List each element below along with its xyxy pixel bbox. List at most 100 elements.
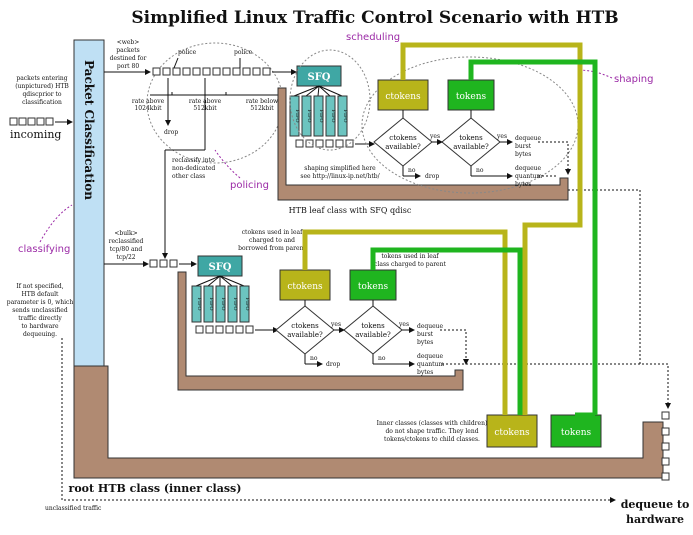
svg-text:ctokens used in leaf: ctokens used in leaf bbox=[242, 229, 303, 236]
svg-text:to hardware: to hardware bbox=[21, 323, 59, 330]
svg-text:quantum: quantum bbox=[417, 361, 444, 368]
top-leaf-queue bbox=[295, 139, 354, 148]
root-htb-class-box bbox=[73, 365, 664, 479]
svg-text:yes: yes bbox=[429, 133, 440, 140]
svg-text:dequeue: dequeue bbox=[515, 135, 542, 142]
bottom-leaf-class-box bbox=[177, 271, 464, 391]
svg-text:ctokens: ctokens bbox=[389, 134, 417, 142]
dequeue-hardware-line2: hardware bbox=[626, 513, 684, 526]
packet-classification-label: Packet Classification bbox=[82, 60, 96, 200]
root-ctokens-box bbox=[486, 414, 538, 448]
svg-text:see http://linux-ip.net/htb/: see http://linux-ip.net/htb/ bbox=[300, 173, 380, 180]
top-fifo-fanout bbox=[293, 85, 343, 97]
hardware-queue bbox=[661, 411, 670, 481]
svg-text:dequeue: dequeue bbox=[417, 323, 444, 330]
svg-text:no: no bbox=[310, 355, 318, 362]
ctokens-pipe-top bbox=[400, 42, 583, 210]
top-sfq-label: SFQ bbox=[307, 72, 330, 83]
reclassify-note: reclassify into non-dedicated other clas… bbox=[172, 157, 215, 180]
svg-text:borrowed from parent: borrowed from parent bbox=[238, 245, 306, 252]
svg-text:non-dedicated: non-dedicated bbox=[172, 165, 215, 172]
svg-text:quantum: quantum bbox=[515, 173, 542, 180]
svg-text:traffic directly: traffic directly bbox=[18, 315, 62, 322]
svg-text:charged to and: charged to and bbox=[249, 237, 295, 244]
bottom-ctokens-label: ctokens bbox=[287, 282, 323, 292]
page-title: Simplified Linux Traffic Control Scenari… bbox=[131, 8, 618, 28]
bottom-ctokens-decision bbox=[275, 305, 335, 355]
svg-text:FIFO: FIFO bbox=[342, 109, 348, 122]
svg-text:available?: available? bbox=[453, 143, 489, 151]
svg-text:tokens used in leaf: tokens used in leaf bbox=[381, 253, 439, 260]
svg-text:FIFO: FIFO bbox=[294, 109, 300, 122]
ctokens-pipe-bottom bbox=[302, 229, 508, 415]
svg-text:class charged to parent: class charged to parent bbox=[374, 261, 446, 268]
svg-text:tokens/ctokens to child classe: tokens/ctokens to child classes. bbox=[384, 436, 480, 443]
svg-text:512kbit: 512kbit bbox=[250, 105, 274, 112]
root-caption: root HTB class (inner class) bbox=[69, 482, 242, 495]
svg-text:dequeuing.: dequeuing. bbox=[23, 331, 57, 338]
svg-text:no: no bbox=[378, 355, 386, 362]
svg-text:qdiscprior to: qdiscprior to bbox=[22, 91, 61, 98]
scheduling-region bbox=[289, 49, 371, 151]
bottom-dequeue-labels: dequeue burst bytes dequeue quantum byte… bbox=[417, 323, 444, 376]
bottom-leaf-queue bbox=[195, 325, 254, 334]
shaping-annotation: shaping bbox=[614, 74, 654, 85]
root-tokens-box bbox=[550, 414, 602, 448]
policing-annotation: policing bbox=[230, 180, 269, 191]
sfq-simplified-note: shaping simplified here see http://linux… bbox=[300, 165, 380, 180]
top-tokens-decision bbox=[441, 117, 501, 167]
top-leaf-class-box bbox=[277, 87, 569, 201]
svg-text:available?: available? bbox=[355, 331, 391, 339]
tokens-pipe-top bbox=[468, 59, 598, 415]
web-note: <web> packets destined for port 80 bbox=[110, 39, 147, 70]
svg-text:Inner classes (classes with ch: Inner classes (classes with children) bbox=[377, 420, 488, 427]
svg-text:packets: packets bbox=[116, 47, 139, 54]
svg-text:FIFO: FIFO bbox=[208, 297, 214, 310]
svg-text:FIFO: FIFO bbox=[220, 297, 226, 310]
top-tokens-label: tokens bbox=[456, 92, 487, 102]
root-ctokens-label: ctokens bbox=[494, 428, 530, 438]
top-fifo-queues: FIFO FIFO FIFO FIFO FIFO bbox=[289, 95, 348, 137]
svg-text:reclassify into: reclassify into bbox=[172, 157, 215, 164]
inner-class-note: Inner classes (classes with children) do… bbox=[377, 420, 488, 443]
bottom-fifo-fanout bbox=[195, 275, 245, 287]
svg-text:ctokens: ctokens bbox=[291, 322, 319, 330]
svg-text:yes: yes bbox=[330, 321, 341, 328]
top-tokens-box bbox=[447, 79, 495, 111]
svg-text:dequeue: dequeue bbox=[515, 165, 542, 172]
svg-text:yes: yes bbox=[398, 321, 409, 328]
bottom-ctokens-box bbox=[279, 269, 331, 301]
bottom-tokens-note: tokens used in leaf class charged to par… bbox=[374, 253, 446, 268]
incoming-queue bbox=[9, 117, 54, 126]
root-tokens-label: tokens bbox=[561, 428, 592, 438]
svg-text:burst: burst bbox=[515, 143, 532, 150]
svg-text:FIFO: FIFO bbox=[196, 297, 202, 310]
svg-text:tokens: tokens bbox=[459, 134, 483, 142]
svg-text:shaping simplified here: shaping simplified here bbox=[304, 165, 376, 172]
svg-text:classification: classification bbox=[22, 99, 62, 106]
incoming-label: incoming bbox=[10, 128, 61, 141]
svg-text:no: no bbox=[408, 167, 416, 174]
scheduling-annotation: scheduling bbox=[346, 32, 400, 43]
web-queue bbox=[152, 67, 271, 76]
svg-text:tcp/80 and: tcp/80 and bbox=[110, 246, 143, 253]
web-drop-label: drop bbox=[164, 129, 178, 136]
svg-text:tokens: tokens bbox=[361, 322, 385, 330]
svg-text:reclassified: reclassified bbox=[109, 238, 144, 245]
police-label-2: police bbox=[234, 49, 253, 56]
bulk-queue bbox=[149, 259, 178, 268]
police-label-1: police bbox=[178, 49, 197, 56]
svg-text:port 80: port 80 bbox=[117, 63, 139, 70]
top-leaf-caption: HTB leaf class with SFQ qdisc bbox=[289, 206, 412, 215]
svg-text:HTB default: HTB default bbox=[22, 291, 60, 298]
svg-text:FIFO: FIFO bbox=[244, 297, 250, 310]
svg-text:1024kbit: 1024kbit bbox=[134, 105, 162, 112]
unclassified-traffic-label: unclassified traffic bbox=[45, 505, 102, 512]
svg-text:sends unclassified: sends unclassified bbox=[12, 307, 68, 314]
svg-text:no: no bbox=[476, 167, 484, 174]
svg-text:(unpictured) HTB: (unpictured) HTB bbox=[15, 83, 69, 90]
svg-text:FIFO: FIFO bbox=[318, 109, 324, 122]
bottom-tokens-decision bbox=[343, 305, 403, 355]
packet-classification-bar bbox=[73, 39, 105, 367]
